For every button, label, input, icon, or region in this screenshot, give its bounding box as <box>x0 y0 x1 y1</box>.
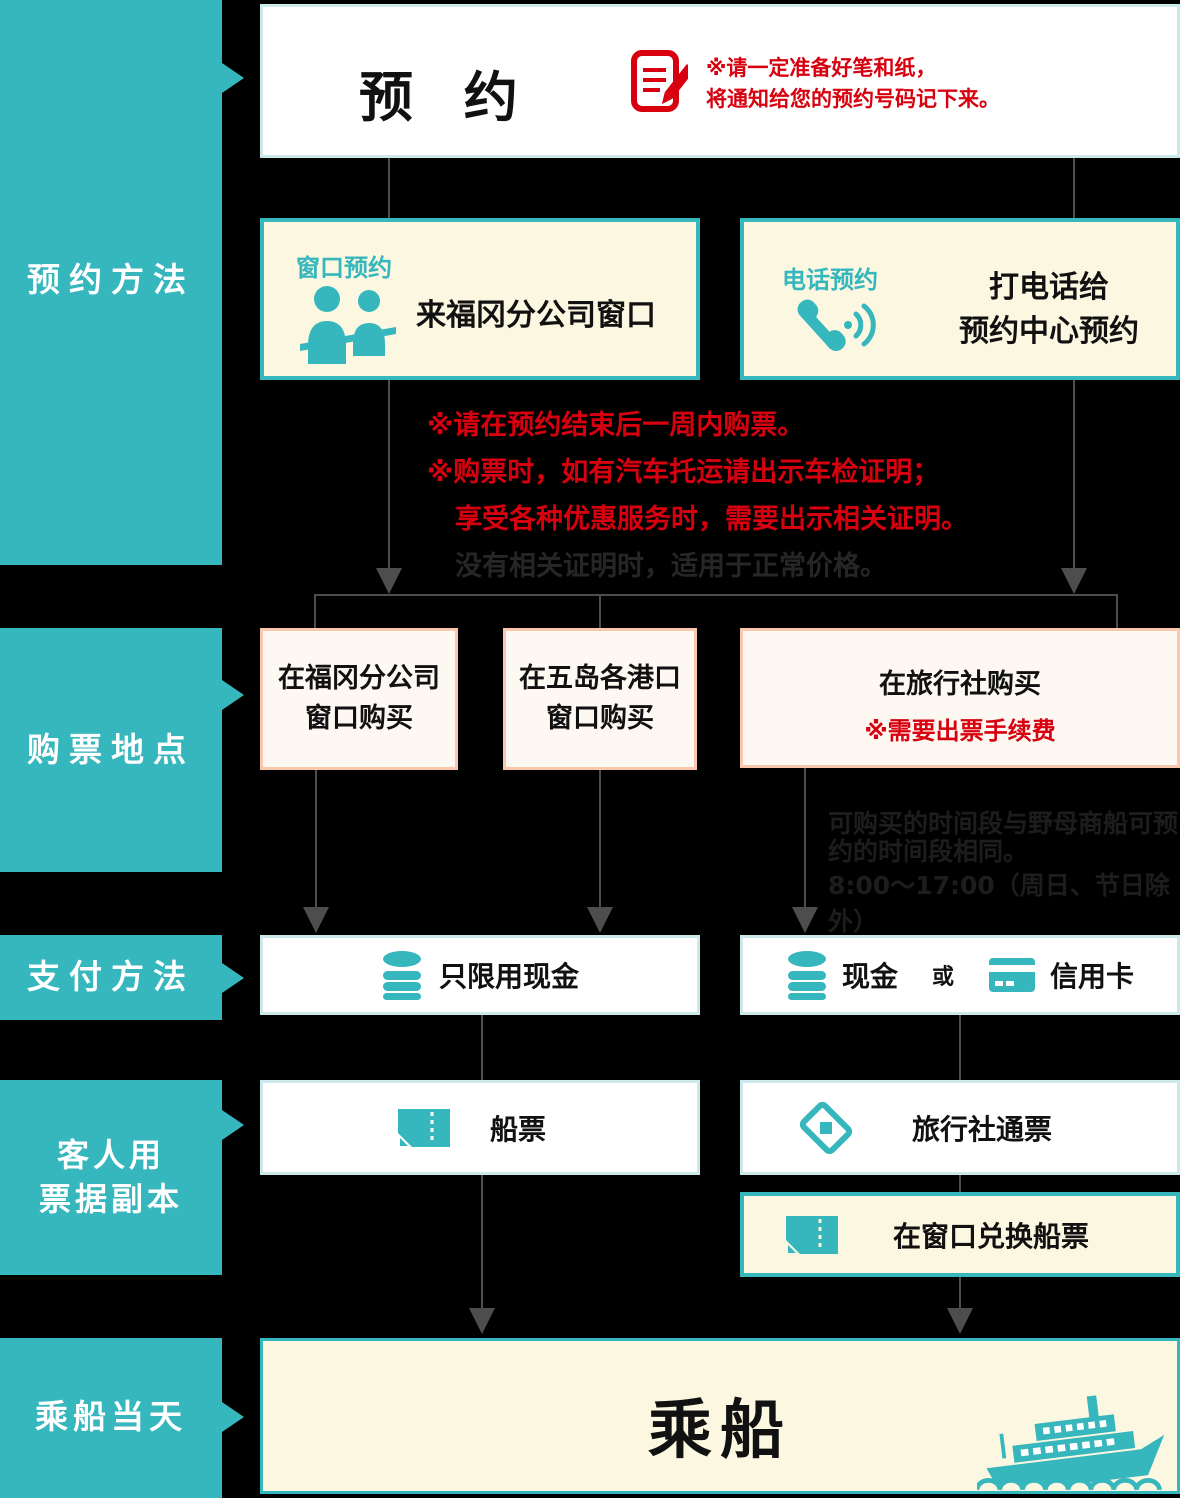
sidebar-arrow-icon <box>222 680 244 710</box>
payment-cash-or-card-box: 现金 或 信用卡 <box>740 935 1180 1015</box>
arrow-down-icon <box>947 1308 973 1334</box>
payment-cash-only-label: 只限用现金 <box>438 960 579 993</box>
connector-line <box>959 1175 961 1192</box>
phone-reservation-box: 电话预约 打电话给 预约中心预约 <box>740 218 1180 380</box>
exchange-ticket-label: 在窗口兑换船票 <box>893 1219 1090 1253</box>
connector-line <box>959 1277 961 1310</box>
connector-line <box>388 380 390 570</box>
connector-line <box>804 768 806 910</box>
payment-or-label: 或 <box>931 965 954 990</box>
connector-line <box>314 596 316 628</box>
payment-cash-only-box: 只限用现金 <box>260 935 700 1015</box>
ticket-icon <box>786 1215 838 1254</box>
exchange-ticket-box: 在窗口兑换船票 <box>740 1192 1180 1277</box>
connector-line <box>481 1015 483 1080</box>
arrow-down-icon <box>587 907 613 933</box>
sidebar-arrow-icon <box>222 63 244 93</box>
ferry-ship-icon <box>977 1395 1167 1491</box>
arrow-down-icon <box>1061 568 1087 594</box>
arrow-down-icon <box>376 568 402 594</box>
connector-line <box>959 1015 961 1080</box>
sidebar-section-ticket-copy: 客人用 票据副本 <box>0 1080 222 1275</box>
sidebar-label-purchase-location: 购票地点 <box>27 730 195 769</box>
connector-line <box>1073 380 1075 570</box>
connector-line <box>314 594 1118 596</box>
sidebar-arrow-icon <box>222 1110 244 1140</box>
connector-line <box>1116 596 1118 628</box>
connector-line <box>599 596 601 628</box>
memo-pencil-icon <box>631 50 688 112</box>
sidebar-section-purchase-location: 购票地点 <box>0 628 222 872</box>
ticket-icon <box>398 1108 450 1147</box>
connector-line <box>599 770 601 910</box>
buy-agency-fee-note: ※需要出票手续费 <box>864 717 1056 745</box>
arrow-down-icon <box>792 907 818 933</box>
buy-fukuoka-text: 在福冈分公司 窗口购买 <box>278 663 440 734</box>
buy-agency-title: 在旅行社购买 <box>879 669 1041 700</box>
sidebar-label-payment-method: 支付方法 <box>27 957 195 996</box>
buy-goto-text: 在五岛各港口 窗口购买 <box>519 663 681 734</box>
reservation-header-box: 预 约 ※请一定准备好笔和纸， 将通知给您的预约号码记下来。 <box>260 4 1180 158</box>
window-reservation-badge: 窗口预约 <box>296 254 392 282</box>
sidebar-label-boarding-day: 乘船当天 <box>35 1397 187 1436</box>
counter-staff-icon <box>300 286 396 364</box>
reservation-title: 预 约 <box>359 66 534 129</box>
sidebar-label-ticket-copy: 客人用 票据副本 <box>38 1136 183 1218</box>
boarding-box: 乘船 <box>260 1338 1180 1494</box>
agency-hidden-note-line1: 可购买的时间段与野母商船可预 <box>828 809 1179 838</box>
purchase-notes: ※请在预约结束后一周内购票。 ※购票时，如有汽车托运请出示车检证明； 享受各种优… <box>427 410 968 582</box>
sidebar-arrow-icon <box>222 963 244 993</box>
sidebar-section-boarding-day: 乘船当天 <box>0 1338 222 1498</box>
window-reservation-text: 来福冈分公司窗口 <box>416 298 656 333</box>
arrow-down-icon <box>303 907 329 933</box>
phone-reservation-badge: 电话预约 <box>782 266 878 294</box>
connector-line <box>388 158 390 218</box>
connector-line <box>1073 158 1075 218</box>
voucher-ticket-icon <box>799 1101 853 1154</box>
connector-line <box>481 1175 483 1310</box>
sidebar-label-reservation-method: 预约方法 <box>27 260 195 299</box>
ferry-ticket-box: 船票 <box>260 1080 700 1175</box>
buy-agency-box: 在旅行社购买 ※需要出票手续费 <box>740 628 1180 768</box>
agency-pass-box: 旅行社通票 <box>740 1080 1180 1175</box>
coin-stack-icon <box>787 951 826 1000</box>
phone-reservation-text: 打电话给 预约中心预约 <box>959 270 1139 349</box>
sidebar-arrow-icon <box>222 1402 244 1432</box>
sidebar-section-payment-method: 支付方法 <box>0 935 222 1020</box>
buy-fukuoka-box: 在福冈分公司 窗口购买 <box>260 628 458 770</box>
arrow-down-icon <box>469 1308 495 1334</box>
buy-goto-box: 在五岛各港口 窗口购买 <box>503 628 697 770</box>
payment-cash-label: 现金 <box>841 960 898 993</box>
agency-hidden-note-line3: 8:00～17:00（周日、节日除外） <box>828 871 1170 936</box>
credit-card-icon <box>989 958 1035 992</box>
reservation-note: ※请一定准备好笔和纸， 将通知给您的预约号码记下来。 <box>706 56 1000 111</box>
sidebar-section-reservation-method: 预约方法 <box>0 0 222 565</box>
boarding-title: 乘船 <box>648 1394 792 1468</box>
agency-hidden-note-line2: 约的时间段相同。 <box>828 837 1029 866</box>
window-reservation-box: 窗口预约 来福冈分公司窗口 <box>260 218 700 380</box>
coin-stack-icon <box>382 951 421 1000</box>
connector-line <box>315 770 317 910</box>
ferry-ticket-label: 船票 <box>490 1112 547 1146</box>
payment-credit-card-label: 信用卡 <box>1050 960 1135 993</box>
phone-handset-icon <box>797 299 876 352</box>
agency-pass-label: 旅行社通票 <box>912 1112 1053 1146</box>
